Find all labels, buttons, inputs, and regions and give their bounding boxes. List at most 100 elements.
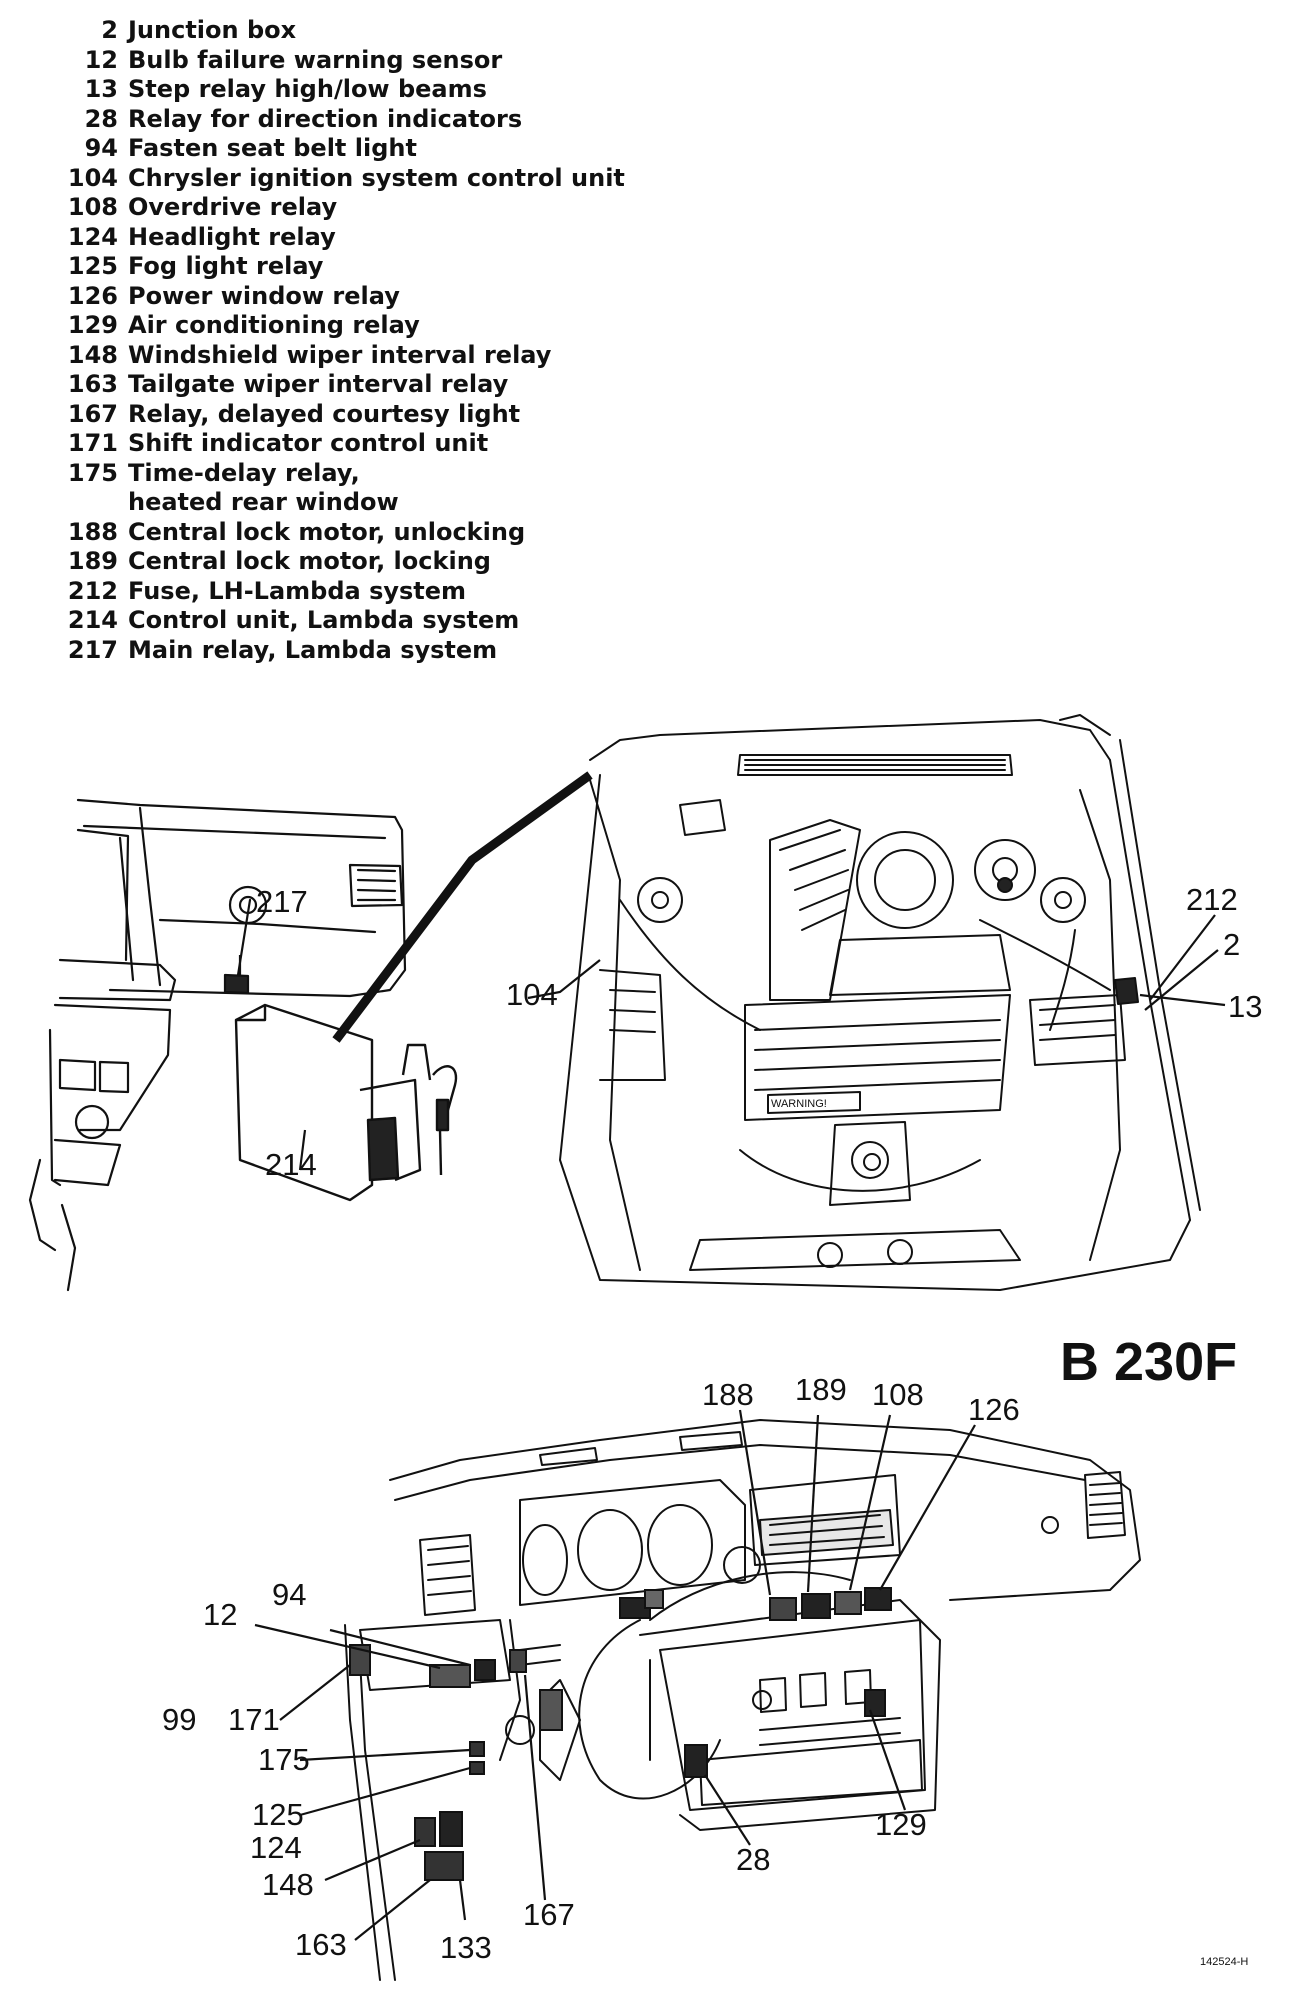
legend-number: 188 (67, 517, 118, 546)
callout-167: 167 (523, 1897, 575, 1932)
legend-description: Time-delay relay, (128, 458, 360, 487)
callout-188: 188 (702, 1377, 754, 1412)
legend-item: 175 Time-delay relay, (62, 459, 625, 489)
leader-lines (238, 914, 1226, 1941)
legend-description: Bulb failure warning sensor (128, 45, 503, 74)
dashboard-detail-left (28, 798, 407, 1292)
legend-number: 217 (67, 635, 118, 664)
legend-description: Headlight relay (128, 222, 336, 251)
legend-number: 148 (67, 340, 118, 369)
legend-number: 175 (67, 458, 118, 487)
legend-item: 2 Junction box (62, 16, 625, 46)
callout-212: 212 (1186, 882, 1238, 917)
legend-description: Power window relay (128, 281, 400, 310)
engine-compartment-drawing (559, 714, 1201, 1291)
legend-description: Relay, delayed courtesy light (128, 399, 521, 428)
legend-item: 104 Chrysler ignition system control unit (62, 164, 625, 194)
callout-2: 2 (1223, 927, 1240, 962)
legend-description: Control unit, Lambda system (128, 606, 520, 634)
legend-item: 163 Tailgate wiper interval relay (62, 370, 625, 400)
figure-code: 142524-H (1200, 1956, 1248, 1968)
legend-number: 212 (67, 576, 118, 605)
relay-components (349, 1587, 892, 1881)
legend-description: Main relay, Lambda system (128, 635, 498, 664)
instrument-panel-drawing (344, 1419, 1141, 1981)
legend-number: 214 (67, 606, 118, 634)
legend-number: 28 (84, 104, 118, 133)
component-legend: 2 Junction box 12 Bulb failure warning sens… (62, 16, 625, 665)
callout-189: 189 (795, 1372, 847, 1407)
legend-description: Junction box (128, 16, 297, 44)
callout-99: 99 (162, 1702, 196, 1737)
legend-description: Central lock motor, unlocking (128, 517, 526, 546)
lambda-control-unit-module (234, 771, 593, 1202)
warning-label: WARNING! (771, 1098, 827, 1110)
legend-item: 108 Overdrive relay (62, 193, 625, 223)
model-label: B 230F (1060, 1332, 1237, 1392)
legend-item: 214 Control unit, Lambda system (62, 606, 625, 636)
callout-labels: 217 214 104 212 2 13 188 189 108 126 94 … (162, 882, 1262, 1965)
legend-number: 104 (67, 163, 118, 192)
legend-item: 125 Fog light relay (62, 252, 625, 282)
legend-item: 126 Power window relay (62, 282, 625, 312)
callout-124: 124 (250, 1830, 302, 1865)
legend-description: heated rear window (128, 488, 399, 516)
legend-description: Fuse, LH-Lambda system (128, 576, 467, 605)
legend-number: 189 (67, 547, 118, 575)
legend-number: 126 (67, 281, 118, 310)
legend-item: 12 Bulb failure warning sensor (62, 46, 625, 76)
legend-item: 129 Air conditioning relay (62, 311, 625, 341)
legend-item: 94 Fasten seat belt light (62, 134, 625, 164)
callout-126: 126 (968, 1392, 1020, 1427)
legend-item: 148 Windshield wiper interval relay (62, 341, 625, 371)
legend-number: 12 (84, 45, 118, 74)
callout-148: 148 (262, 1867, 314, 1902)
legend-description: Windshield wiper interval relay (128, 340, 552, 369)
callout-175: 175 (258, 1742, 310, 1777)
legend-description: Relay for direction indicators (128, 104, 523, 133)
callout-104: 104 (506, 977, 558, 1012)
legend-item: 13 Step relay high/low beams (62, 75, 625, 105)
callout-217: 217 (256, 884, 308, 919)
legend-item: heated rear window (62, 488, 625, 518)
legend-item: 171 Shift indicator control unit (62, 429, 625, 459)
legend-item: 124 Headlight relay (62, 223, 625, 253)
callout-133: 133 (440, 1930, 492, 1965)
legend-number: 129 (67, 311, 118, 339)
callout-12: 12 (203, 1597, 237, 1632)
legend-description: Fasten seat belt light (128, 134, 417, 162)
legend-description: Step relay high/low beams (128, 75, 487, 103)
legend-description: Air conditioning relay (128, 311, 420, 339)
callout-125: 125 (252, 1797, 304, 1832)
legend-number: 167 (67, 399, 118, 428)
legend-item: 217 Main relay, Lambda system (62, 636, 625, 666)
legend-description: Shift indicator control unit (128, 429, 489, 457)
legend-item: 167 Relay, delayed courtesy light (62, 400, 625, 430)
legend-description: Central lock motor, locking (128, 547, 491, 575)
callout-28: 28 (736, 1842, 770, 1877)
callout-163: 163 (295, 1927, 347, 1962)
legend-item: 189 Central lock motor, locking (62, 547, 625, 577)
legend-number: 163 (67, 370, 118, 398)
legend-number: 171 (67, 429, 118, 457)
legend-description: Fog light relay (128, 252, 324, 280)
legend-number: 2 (101, 16, 118, 44)
legend-number: 108 (67, 193, 118, 221)
legend-description: Overdrive relay (128, 193, 338, 221)
legend-number: 13 (84, 75, 118, 103)
callout-129: 129 (875, 1807, 927, 1842)
callout-94: 94 (272, 1577, 306, 1612)
callout-13: 13 (1228, 989, 1262, 1024)
legend-number: 125 (67, 252, 118, 280)
legend-description: Chrysler ignition system control unit (128, 163, 625, 192)
legend-number: 94 (84, 134, 118, 162)
callout-214: 214 (265, 1147, 317, 1182)
legend-number: 124 (67, 222, 118, 251)
callout-108: 108 (872, 1377, 924, 1412)
legend-description: Tailgate wiper interval relay (128, 370, 509, 398)
legend-item: 28 Relay for direction indicators (62, 105, 625, 135)
legend-item: 188 Central lock motor, unlocking (62, 518, 625, 548)
legend-item: 212 Fuse, LH-Lambda system (62, 577, 625, 607)
